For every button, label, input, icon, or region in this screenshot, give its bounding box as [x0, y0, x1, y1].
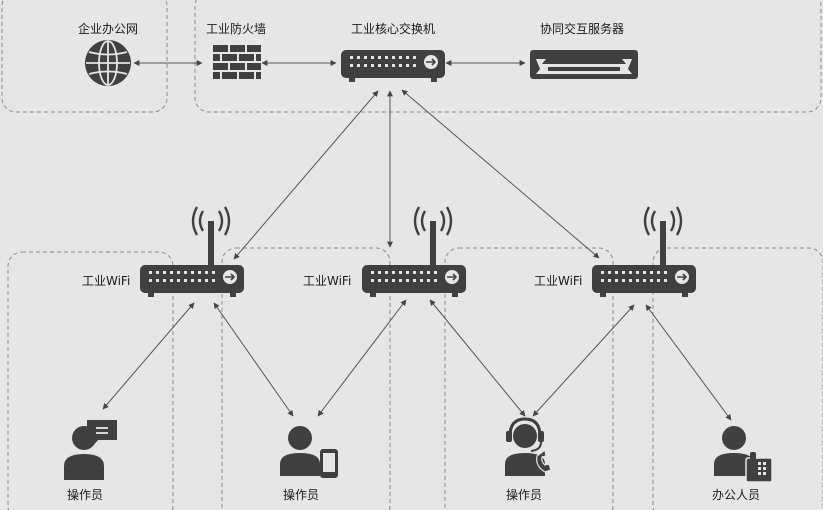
link-switch-wifi-1	[233, 90, 379, 260]
person-label-1: 操作员	[67, 487, 103, 502]
person-phone-icon	[280, 426, 338, 478]
brick-wall-icon	[213, 45, 261, 79]
link-wifi3-person-3	[532, 304, 635, 417]
link-wifi2-person-3	[429, 299, 526, 417]
firewall-label: 工业防火墙	[206, 21, 266, 36]
link-wifi3-person-4	[645, 304, 732, 421]
wifi-label-1: 工业WiFi	[82, 274, 130, 288]
core-zone	[194, 0, 822, 113]
office-network-label: 企业办公网	[78, 21, 138, 36]
wireless-router-icon	[591, 206, 697, 298]
person-label-2: 操作员	[283, 487, 319, 502]
network-links	[102, 60, 732, 421]
link-wifi1-person-1	[102, 302, 195, 410]
office-zone	[1, 0, 168, 113]
collab-server-label: 协同交互服务器	[540, 21, 624, 36]
core-switch-label: 工业核心交换机	[351, 21, 435, 36]
wifi-label-3: 工业WiFi	[534, 274, 582, 288]
wireless-router-icon	[139, 206, 245, 298]
server-rack-icon	[530, 50, 638, 79]
switch-icon	[340, 49, 446, 83]
person-label-3: 操作员	[506, 487, 542, 502]
person-chat-icon	[64, 420, 117, 480]
person-headset-icon	[505, 417, 552, 476]
person-label-4: 办公人员	[712, 487, 760, 502]
link-wifi1-person-2	[213, 302, 294, 417]
wifi-label-2: 工业WiFi	[303, 274, 351, 288]
person-desk-phone-icon	[714, 426, 773, 483]
wireless-router-icon	[361, 206, 467, 298]
globe-icon	[85, 40, 131, 86]
link-wifi2-person-2	[317, 299, 407, 417]
link-switch-wifi-3	[401, 89, 600, 259]
